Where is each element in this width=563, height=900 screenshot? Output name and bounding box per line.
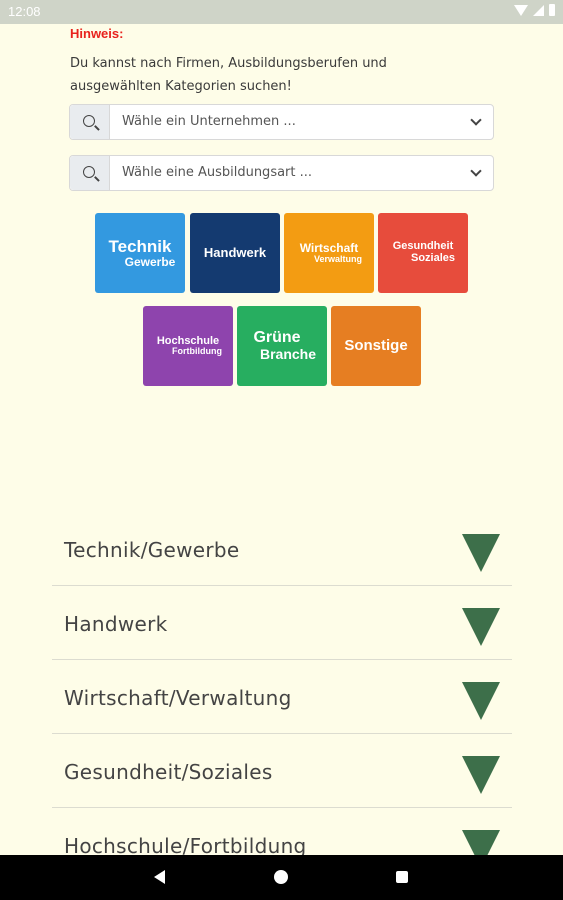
wifi-icon [514,4,528,16]
training-type-select[interactable]: Wähle eine Ausbildungsart ... [69,155,494,191]
accordion-label: Wirtschaft/Verwaltung [64,686,292,710]
tile-label-line1: Hochschule [156,334,220,347]
accordion-item-gesundheit-soziales[interactable]: Gesundheit/Soziales [52,734,512,808]
hint-text: Du kannst nach Firmen, Ausbildungsberufe… [70,52,430,98]
hint-line-1: Du kannst nach Firmen, Ausbildungsberufe… [70,56,387,71]
tile-technik-gewerbe[interactable]: Technik Gewerbe [95,213,185,293]
tile-label-line2: Gewerbe [124,254,176,269]
hint-title: Hinweis: [70,26,124,41]
tile-gesundheit-soziales[interactable]: Gesundheit Soziales [378,213,468,293]
accordion-item-technik-gewerbe[interactable]: Technik/Gewerbe [52,512,512,586]
tile-gruene-branche[interactable]: Grüne Branche [237,306,327,386]
company-select[interactable]: Wähle ein Unternehmen ... [69,104,494,140]
system-nav-bar [0,855,563,900]
accordion-item-hochschule-fortbildung[interactable]: Hochschule/Fortbildung [52,808,512,855]
signal-icon [533,4,544,16]
chevron-down-icon [470,113,482,126]
tile-label-line1: Gesundheit [392,240,454,253]
triangle-down-icon[interactable] [462,608,500,646]
chevron-down-icon [470,164,482,177]
training-type-toggle[interactable] [459,156,493,190]
accordion-item-handwerk[interactable]: Handwerk [52,586,512,660]
accordion-label: Handwerk [64,612,168,636]
accordion-item-wirtschaft-verwaltung[interactable]: Wirtschaft/Verwaltung [52,660,512,734]
training-search-icon-box [70,156,110,190]
company-search-icon-box [70,105,110,139]
tile-label-line2: Soziales [410,252,456,264]
tile-label-line1: Grüne [253,329,301,347]
category-accordion: Technik/Gewerbe Handwerk Wirtschaft/Verw… [52,512,512,855]
company-select-toggle[interactable] [459,105,493,139]
back-icon[interactable] [154,870,165,884]
triangle-down-icon[interactable] [462,756,500,794]
tile-label-line2: Fortbildung [172,346,222,357]
triangle-down-icon[interactable] [462,830,500,855]
tile-handwerk[interactable]: Handwerk [190,213,280,293]
tile-label-line2: Branche [259,346,317,363]
accordion-label: Technik/Gewerbe [64,538,240,562]
accordion-label: Hochschule/Fortbildung [64,834,307,855]
training-type-placeholder: Wähle eine Ausbildungsart ... [122,165,313,180]
tile-label-line1: Handwerk [203,245,267,261]
search-icon [82,115,95,127]
home-icon[interactable] [274,870,288,884]
tile-hochschule-fortbildung[interactable]: Hochschule Fortbildung [143,306,233,386]
tile-wirtschaft-verwaltung[interactable]: Wirtschaft Verwaltung [284,213,374,293]
triangle-down-icon[interactable] [462,534,500,572]
search-icon [82,166,95,178]
status-bar: 12:08 [0,0,563,24]
tile-label-line1: Technik [108,236,172,256]
hint-line-2: ausgewählten Kategorien suchen! [70,79,292,94]
tile-label-line2: Verwaltung [313,253,362,264]
battery-icon [549,4,555,16]
company-select-placeholder: Wähle ein Unternehmen ... [122,114,296,129]
tile-label-line1: Wirtschaft [299,240,359,255]
recents-icon[interactable] [396,871,408,883]
tile-sonstige[interactable]: Sonstige [331,306,421,386]
status-time: 12:08 [8,4,41,19]
accordion-label: Gesundheit/Soziales [64,760,273,784]
triangle-down-icon[interactable] [462,682,500,720]
main-content: Hinweis: Du kannst nach Firmen, Ausbildu… [0,24,563,855]
tile-label-line1: Sonstige [344,337,408,355]
